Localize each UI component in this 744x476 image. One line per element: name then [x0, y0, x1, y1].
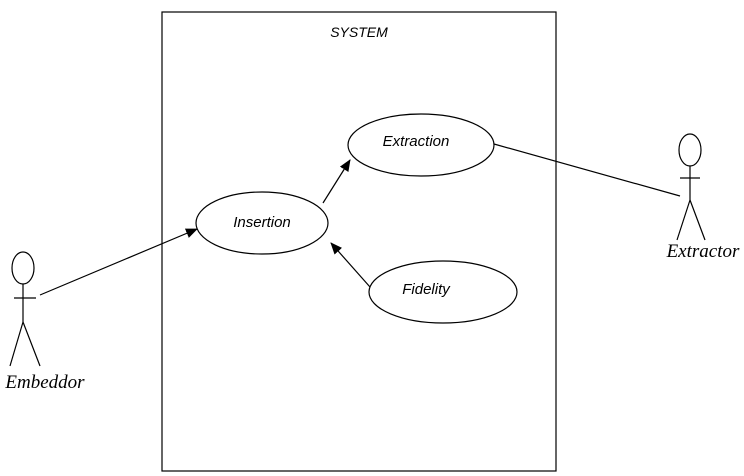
use-case-insertion-label: Insertion	[233, 214, 291, 231]
use-case-extraction-label: Extraction	[383, 133, 450, 150]
actor-extractor-label: Extractor	[666, 241, 740, 262]
embeddor-to-insertion-arrow	[39, 228, 198, 296]
actor-extractor: Extractor	[666, 133, 740, 262]
fidelity-to-insertion-arrow	[330, 242, 371, 288]
use-case-insertion: Insertion	[195, 191, 329, 255]
use-case-extraction: Extraction	[347, 113, 495, 177]
system-label: SYSTEM	[330, 24, 388, 40]
use-case-fidelity: Fidelity	[368, 260, 518, 324]
system-boundary	[161, 11, 557, 472]
use-case-fidelity-label: Fidelity	[402, 281, 451, 298]
extraction-to-extractor-line	[493, 143, 681, 197]
actor-embeddor-label: Embeddor	[4, 372, 85, 393]
insertion-to-extraction-arrow	[322, 159, 351, 204]
actor-embeddor: Embeddor	[4, 251, 85, 393]
